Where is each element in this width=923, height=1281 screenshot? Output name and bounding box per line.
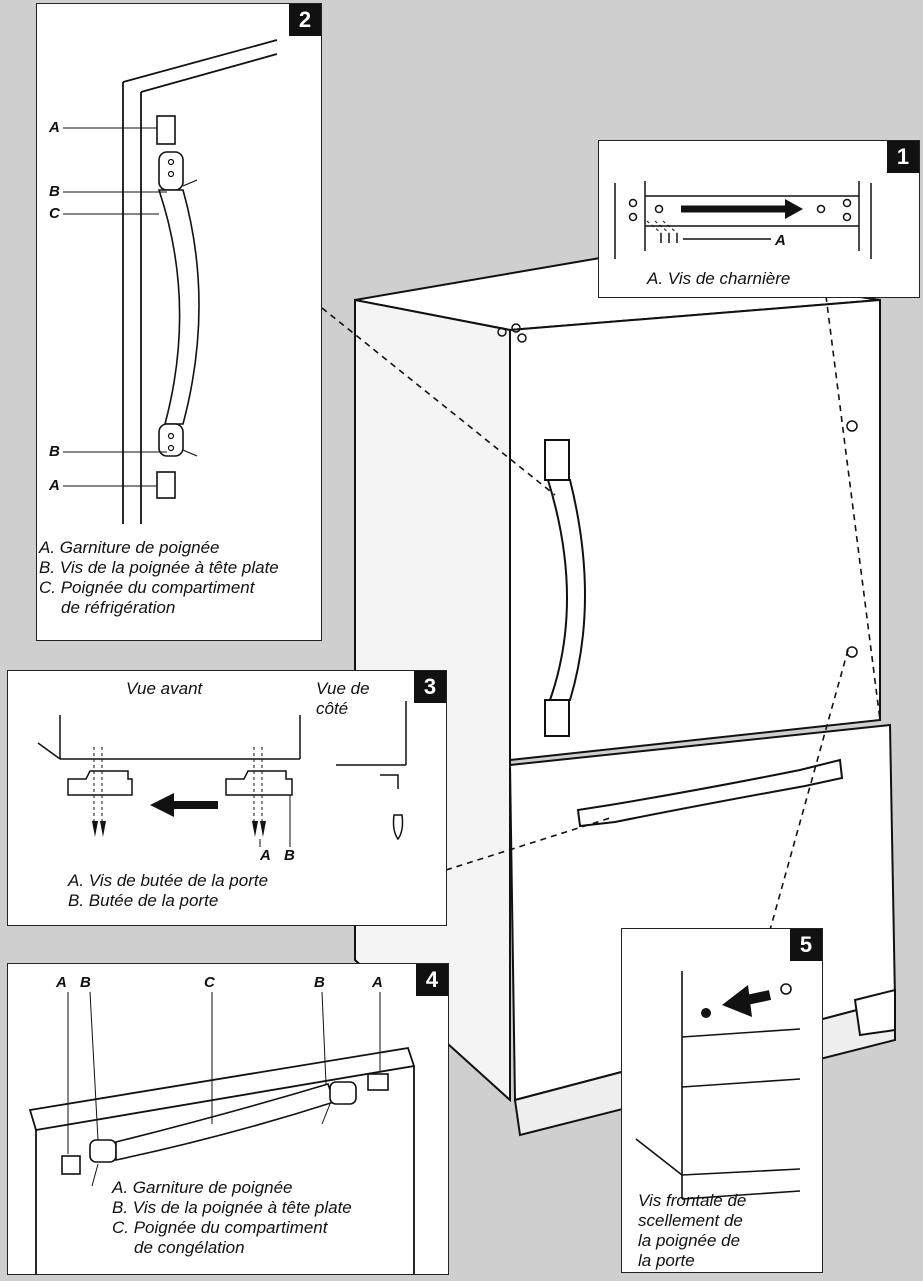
door-stop-diagram (37, 701, 407, 847)
freezer-handle-diagram (28, 991, 416, 1274)
freezer-handle-legend: A. Garniture de poignée B. Vis de la poi… (112, 1178, 352, 1257)
panel-door-stop: 3 Vue avant Vue de côté A B A. Vis de bu… (7, 670, 447, 926)
panel-freezer-handle: 4 A B C B A A. Garniture de poignée B. V… (7, 963, 449, 1275)
front-view-title: Vue avant (126, 679, 203, 698)
callout-b-top: B (49, 183, 60, 200)
callout-c: C (204, 974, 215, 991)
callout-a: A (775, 232, 786, 249)
fridge-handle-diagram (63, 39, 278, 524)
callout-b-left: B (80, 974, 91, 991)
step-badge-2: 2 (289, 4, 321, 36)
seal-screw-caption: Vis frontale de scellement de la poignée… (638, 1191, 747, 1270)
callout-c: C (49, 205, 60, 222)
panel-hinge-screws: 1 A A. Vis de charnière (598, 140, 920, 298)
hinge-caption: A. Vis de charnière (647, 269, 791, 288)
step-badge-5: 5 (790, 929, 822, 961)
callout-b-bottom: B (49, 443, 60, 460)
step-badge-3: 3 (414, 671, 446, 703)
callout-b-right: B (314, 974, 325, 991)
side-view-title: Vue de côté (316, 679, 370, 718)
callout-a-right: A (372, 974, 383, 991)
panel-seal-screw: 5 Vis frontale de scellement de la poign… (621, 928, 823, 1273)
seal-screw-diagram (635, 971, 801, 1200)
callout-a-bottom: A (49, 477, 60, 494)
hinge-diagram (614, 181, 872, 259)
door-stop-legend: A. Vis de butée de la porte B. Butée de … (68, 871, 269, 910)
panel-fridge-handle: 2 A B C B A A. Garniture de poignée B. V… (36, 3, 322, 641)
callout-a: A (260, 847, 271, 864)
step-badge-1: 1 (887, 141, 919, 173)
step-badge-4: 4 (416, 964, 448, 996)
callout-b: B (284, 847, 295, 864)
callout-a-top: A (49, 119, 60, 136)
callout-a-left: A (56, 974, 67, 991)
fridge-handle-legend: A. Garniture de poignée B. Vis de la poi… (39, 538, 279, 617)
